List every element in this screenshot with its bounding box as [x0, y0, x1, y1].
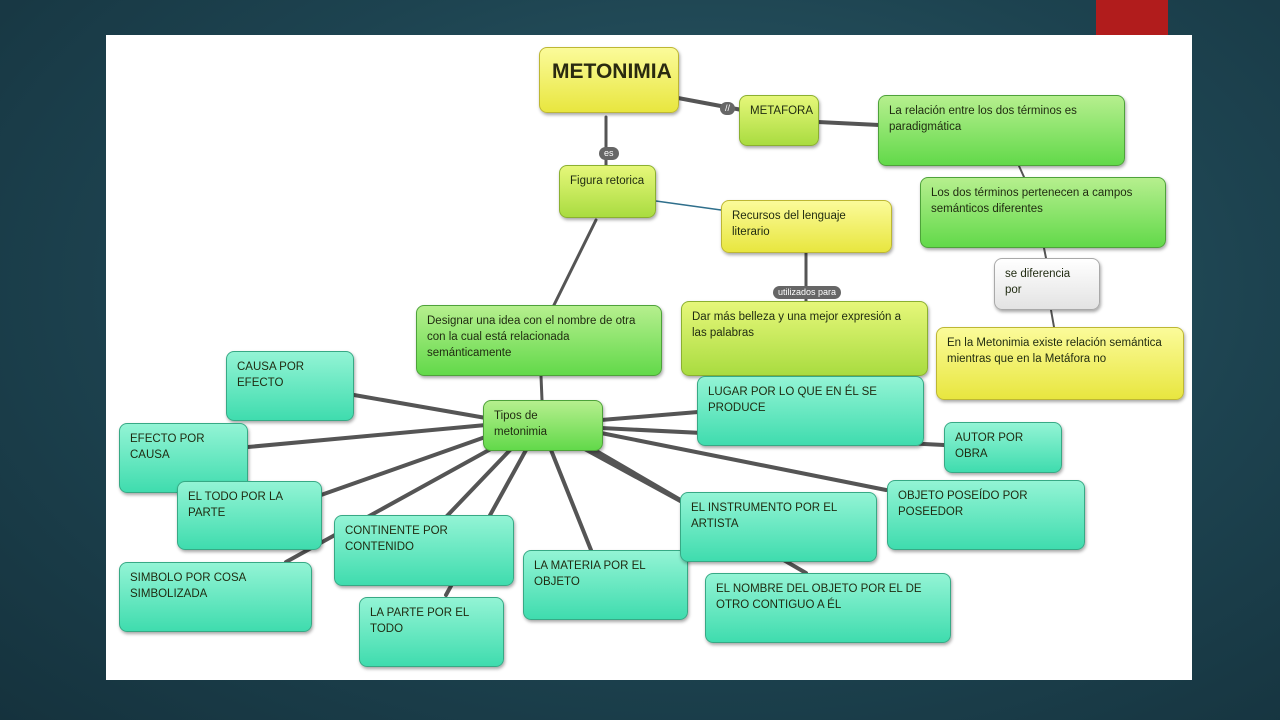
link-designar-tipos — [539, 374, 544, 402]
node-designar[interactable]: Designar una idea con el nombre de otra … — [416, 305, 662, 376]
node-metafora[interactable]: METAFORA — [739, 95, 819, 146]
node-tipos-metonimia[interactable]: Tipos de metonimia — [483, 400, 603, 451]
metafora-link-label: // — [720, 102, 736, 115]
link-tipos-lugar — [599, 410, 700, 422]
node-metonimia[interactable]: METONIMIA — [539, 47, 679, 113]
node-campos-semanticos[interactable]: Los dos términos pertenecen a campos sem… — [920, 177, 1166, 248]
utilizados-para-link-label: utilizados para — [773, 286, 842, 299]
concept-map-canvas: // es utilizados para METONIMIA METAFORA… — [106, 35, 1192, 680]
accent-bar — [1096, 0, 1168, 35]
node-relacion-paradigmatica[interactable]: La relación entre los dos términos es pa… — [878, 95, 1125, 166]
link-campos-diferencia — [1043, 247, 1047, 259]
node-recursos[interactable]: Recursos del lenguaje literario — [721, 200, 892, 253]
es-link-label: es — [599, 147, 619, 160]
node-relacion-semantica[interactable]: En la Metonimia existe relación semántic… — [936, 327, 1184, 400]
node-lugar[interactable]: LUGAR POR LO QUE EN ÉL SE PRODUCE — [697, 376, 924, 446]
node-dar-belleza[interactable]: Dar más belleza y una mejor expresión a … — [681, 301, 928, 376]
link-tipos-efecto — [246, 423, 488, 449]
link-metafora-relacion — [816, 120, 881, 127]
link-diferencia-relacion — [1050, 309, 1055, 328]
link-tipos-todo — [319, 433, 493, 497]
node-causa-por-efecto[interactable]: CAUSA POR EFECTO — [226, 351, 354, 421]
node-figura-retorica[interactable]: Figura retorica — [559, 165, 656, 218]
node-todo-por-parte[interactable]: EL TODO POR LA PARTE — [177, 481, 322, 550]
link-tipos-objeto — [599, 431, 888, 492]
node-continente[interactable]: CONTINENTE POR CONTENIDO — [334, 515, 514, 586]
node-se-diferencia[interactable]: se diferencia por — [994, 258, 1100, 310]
node-simbolo[interactable]: SIMBOLO POR COSA SIMBOLIZADA — [119, 562, 312, 632]
node-materia[interactable]: LA MATERIA POR EL OBJETO — [523, 550, 688, 620]
link-tipos-causa — [352, 393, 488, 420]
link-tipos-materia — [549, 448, 593, 552]
node-objeto-poseido[interactable]: OBJETO POSEÍDO POR POSEEDOR — [887, 480, 1085, 550]
node-parte-por-todo[interactable]: LA PARTE POR EL TODO — [359, 597, 504, 667]
link-figura-recursos — [655, 200, 722, 211]
node-autor-por-obra[interactable]: AUTOR POR OBRA — [944, 422, 1062, 473]
node-nombre-objeto[interactable]: EL NOMBRE DEL OBJETO POR EL DE OTRO CONT… — [705, 573, 951, 643]
link-figura-designar — [552, 218, 598, 307]
node-instrumento[interactable]: EL INSTRUMENTO POR EL ARTISTA — [680, 492, 877, 562]
link-paradigmatica-campos — [1018, 165, 1025, 178]
link-tipos-continente — [444, 447, 513, 519]
